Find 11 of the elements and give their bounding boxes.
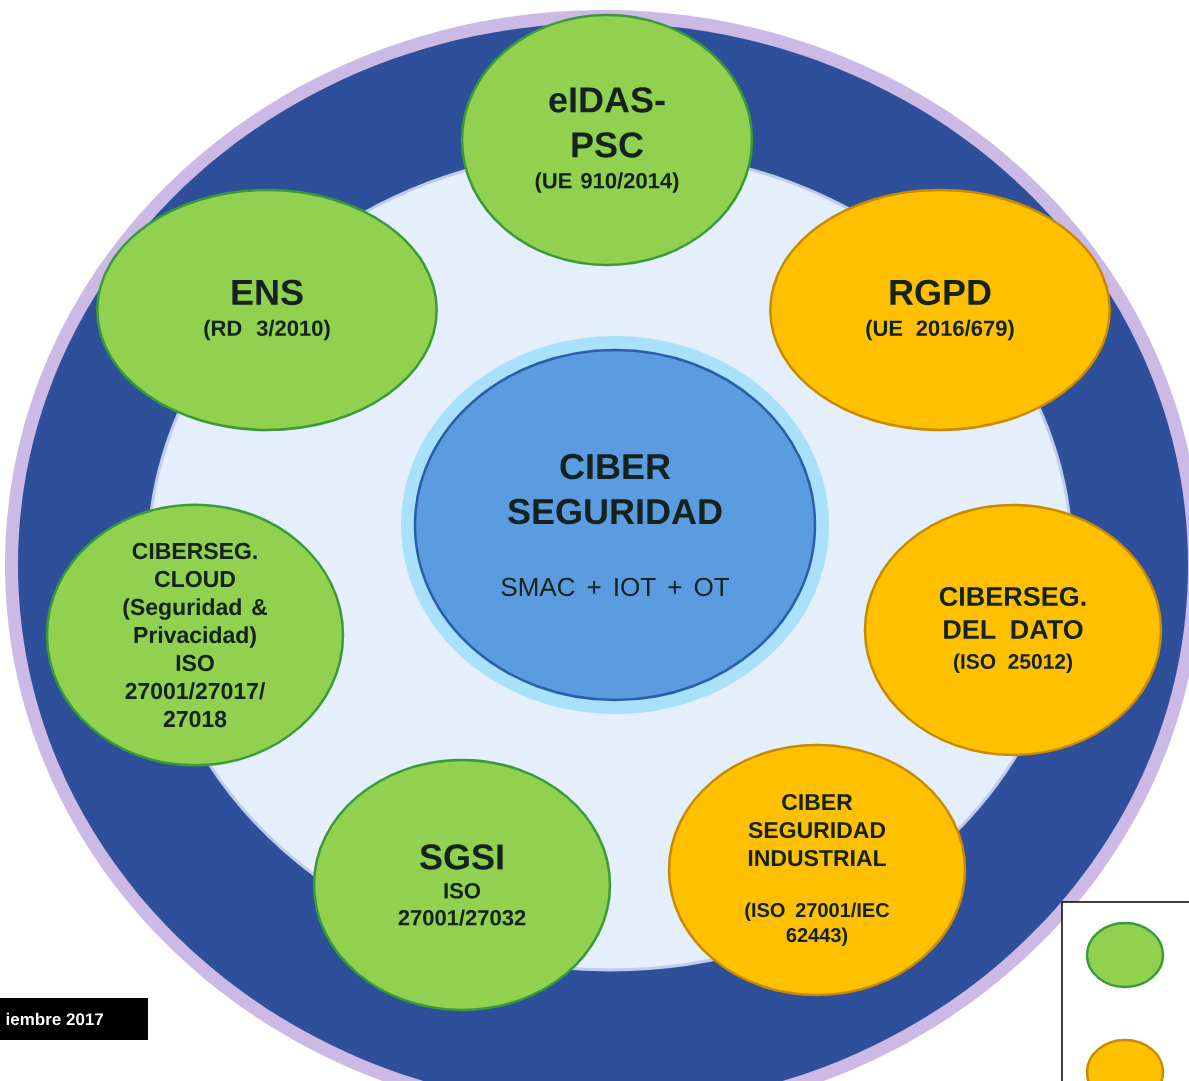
circle-node: RGPD (UE 2016/679) bbox=[769, 188, 1111, 432]
circle-node: eIDAS-PSC (UE 910/2014) bbox=[460, 13, 754, 267]
circle-node: CIBER SEGURIDAD INDUSTRIAL (ISO 27001/IEC 62443) bbox=[667, 743, 967, 997]
date-tag: iembre 2017 bbox=[0, 998, 148, 1040]
circle-node: SGSI ISO 27001/27032 bbox=[312, 758, 612, 1012]
legend-circle bbox=[1085, 1038, 1165, 1081]
circle-node: CIBERSEG. CLOUD (Seguridad & Privacidad) ISO 27001/27017/ 27018 bbox=[45, 503, 345, 767]
legend-circle bbox=[1085, 921, 1165, 989]
circle-node: CIBERSEG. DEL DATO (ISO 25012) bbox=[863, 503, 1163, 757]
circle-node: ENS (RD 3/2010) bbox=[96, 188, 438, 432]
circle-node: CIBER SEGURIDAD SMAC + IOT + OT bbox=[413, 348, 817, 702]
